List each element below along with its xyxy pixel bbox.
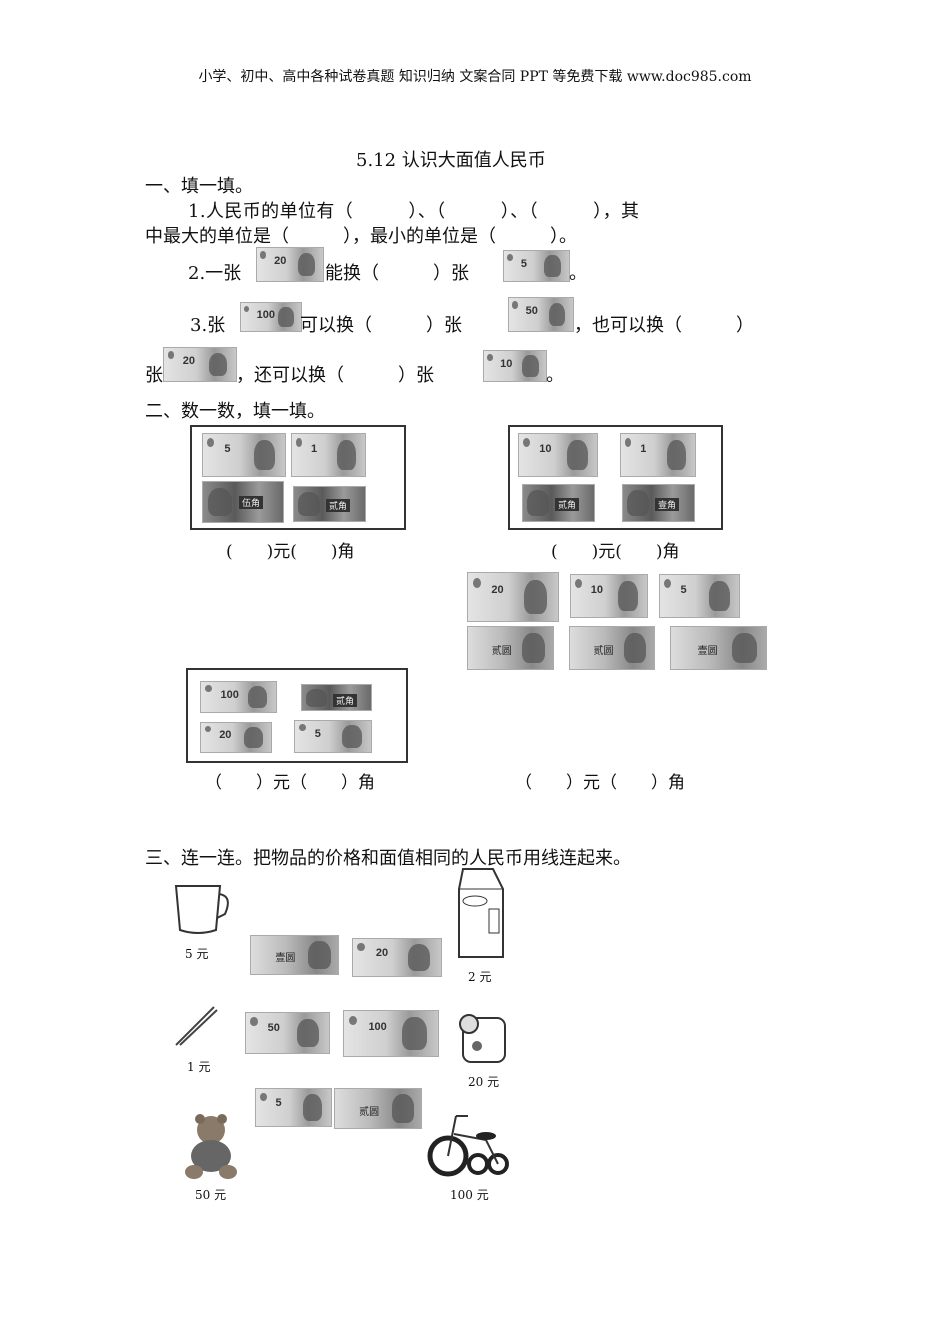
banknote: 伍角 bbox=[202, 481, 284, 523]
q1-line2: 中最大的单位是（ ），最小的单位是（ ）。 bbox=[145, 226, 577, 247]
q3-text-b: 可以换（ ）张 bbox=[300, 315, 462, 336]
banknote: 20 bbox=[200, 722, 272, 753]
cup-icon bbox=[174, 885, 229, 934]
banknote: 贰角 bbox=[301, 684, 372, 711]
banknote: 20 bbox=[352, 938, 442, 977]
answer-caption-1: ( )元( )角 bbox=[226, 542, 355, 562]
banknote: 贰角 bbox=[293, 486, 366, 522]
teddy-bear-icon bbox=[185, 1114, 237, 1179]
q3-text-d: 张 bbox=[145, 365, 163, 386]
banknote: 100 bbox=[200, 681, 277, 713]
banknote: 5 bbox=[659, 574, 740, 618]
banknote: 5 bbox=[255, 1088, 332, 1127]
banknote-10: 10 bbox=[483, 350, 547, 382]
price-label: 20 元 bbox=[468, 1075, 500, 1089]
milk-carton-icon bbox=[458, 868, 504, 958]
page-header: 小学、初中、高中各种试卷真题 知识归纳 文案合同 PPT 等免费下载 www.d… bbox=[198, 69, 752, 85]
page-title: 5.12 认识大面值人民币 bbox=[356, 150, 546, 171]
q1-line1: 1.人民币的单位有（ ）、（ ）、（ ），其 bbox=[188, 201, 640, 222]
q2-text-a: 2.一张 bbox=[188, 263, 242, 284]
banknote: 贰角 bbox=[522, 484, 595, 522]
money-group-2-box bbox=[508, 425, 723, 530]
chopsticks-icon bbox=[175, 1006, 218, 1046]
banknote: 10 bbox=[570, 574, 648, 618]
section1-heading: 一、填一填。 bbox=[145, 176, 253, 197]
banknote-50: 50 bbox=[508, 297, 574, 332]
banknote: 贰圆 bbox=[467, 626, 554, 670]
banknote-100: 100 bbox=[240, 302, 302, 332]
banknote-5: 5 bbox=[503, 250, 570, 282]
q2-text-b: 能换（ ）张 bbox=[325, 263, 469, 284]
banknote: 贰圆 bbox=[569, 626, 655, 670]
answer-caption-3: （ ）元（ ）角 bbox=[515, 773, 685, 793]
price-label: 5 元 bbox=[185, 947, 209, 961]
pencil-sharpener-icon bbox=[459, 1014, 506, 1063]
banknote: 1 bbox=[620, 433, 696, 477]
banknote-20: 20 bbox=[256, 247, 324, 282]
q3-text-a: 3.张 bbox=[190, 315, 226, 336]
price-label: 100 元 bbox=[450, 1188, 489, 1202]
banknote: 20 bbox=[467, 572, 559, 622]
section3-heading: 三、连一连。把物品的价格和面值相同的人民币用线连起来。 bbox=[145, 848, 631, 869]
banknote: 5 bbox=[294, 720, 372, 753]
banknote: 壹角 bbox=[622, 484, 695, 522]
q3-text-f: 。 bbox=[546, 365, 564, 386]
banknote: 贰圆 bbox=[334, 1088, 422, 1129]
banknote: 50 bbox=[245, 1012, 330, 1054]
money-group-4-box bbox=[186, 668, 408, 763]
q3-text-e: ，还可以换（ ）张 bbox=[236, 365, 434, 386]
money-group-1-box bbox=[190, 425, 406, 530]
banknote: 1 bbox=[291, 433, 366, 477]
price-label: 50 元 bbox=[195, 1188, 227, 1202]
price-label: 2 元 bbox=[468, 970, 492, 984]
section2-heading: 二、数一数，填一填。 bbox=[145, 401, 325, 422]
banknote: 100 bbox=[343, 1010, 439, 1057]
q2-text-c: 。 bbox=[569, 263, 587, 284]
q3-text-c: ，也可以换（ ） bbox=[574, 315, 754, 336]
banknote: 10 bbox=[518, 433, 598, 477]
banknote: 5 bbox=[202, 433, 286, 477]
answer-caption-4: （ ）元（ ）角 bbox=[205, 773, 375, 793]
banknote: 壹圆 bbox=[250, 935, 339, 975]
answer-caption-2: ( )元( )角 bbox=[551, 542, 680, 562]
banknote-20: 20 bbox=[163, 347, 237, 382]
banknote: 壹圆 bbox=[670, 626, 767, 670]
tricycle-icon bbox=[427, 1115, 509, 1177]
price-label: 1 元 bbox=[187, 1060, 211, 1074]
